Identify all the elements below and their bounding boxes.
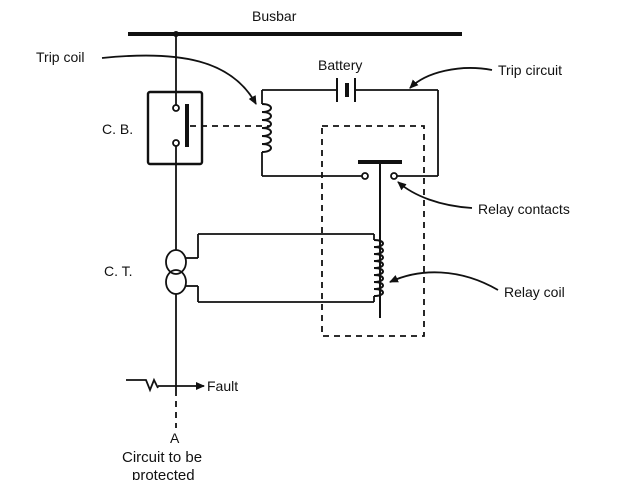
relay-contacts-pointer — [397, 181, 473, 209]
circuit-label-line1: Circuit to be — [122, 449, 202, 466]
relay-contact-left — [361, 172, 369, 180]
relay-enclosure — [321, 125, 425, 337]
relay-contact-right — [390, 172, 398, 180]
trip-coil — [261, 103, 272, 153]
fault-label: Fault — [207, 378, 238, 394]
cb-contact-bottom — [172, 139, 180, 147]
busbar-label: Busbar — [252, 8, 297, 24]
relay-coil-label: Relay coil — [504, 284, 565, 300]
trip-coil-pointer — [101, 54, 257, 105]
fault-lightning-icon — [126, 377, 159, 393]
circuit-label-line2: protected — [132, 467, 195, 480]
battery-label: Battery — [318, 57, 362, 73]
trip-coil-label: Trip coil — [36, 49, 85, 65]
point-a-label: A — [170, 430, 180, 446]
cb-contact-top — [172, 104, 180, 112]
trip-circuit-label: Trip circuit — [498, 62, 562, 78]
ct-core-upper — [165, 249, 187, 275]
circuit-breaker-box — [146, 90, 204, 166]
relay-coil — [373, 239, 384, 297]
cb-label: C. B. — [102, 121, 133, 137]
ct-label: C. T. — [104, 263, 133, 279]
trip-circuit-pointer — [409, 67, 493, 89]
relay-coil-pointer — [389, 271, 499, 291]
relay-contacts-label: Relay contacts — [478, 201, 570, 217]
